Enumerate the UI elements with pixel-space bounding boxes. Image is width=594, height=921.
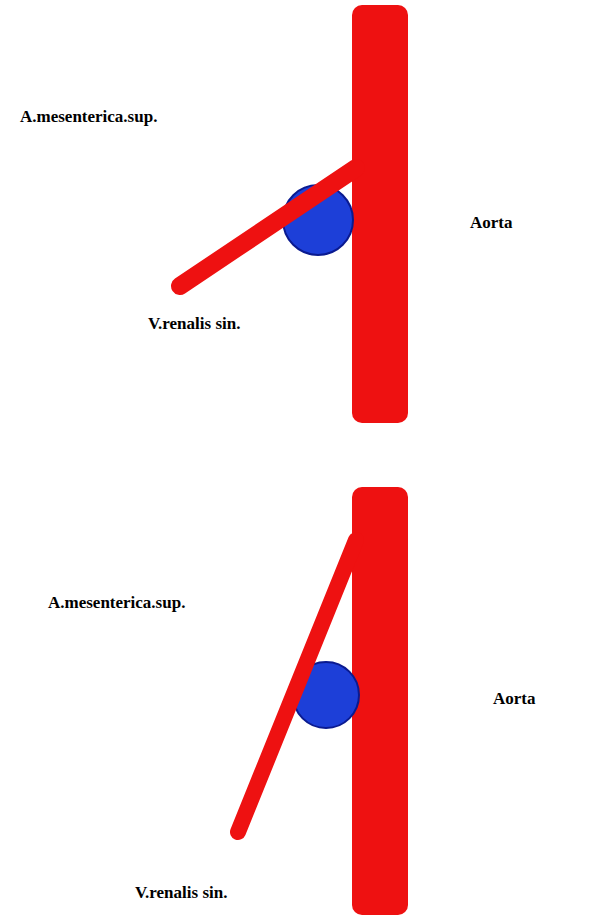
vessel-label: A.mesenterica.sup. [20, 108, 157, 127]
vessel-label: V.renalis sin. [135, 884, 227, 903]
mesenteric-artery [180, 168, 356, 286]
vessel-label: V.renalis sin. [148, 315, 240, 334]
vessel-label: A.mesenterica.sup. [48, 594, 185, 613]
vessel-label: Aorta [493, 690, 535, 709]
vessel-label: Aorta [470, 214, 512, 233]
aorta [352, 5, 408, 423]
aorta [352, 487, 408, 915]
mesenteric-artery [238, 540, 356, 832]
